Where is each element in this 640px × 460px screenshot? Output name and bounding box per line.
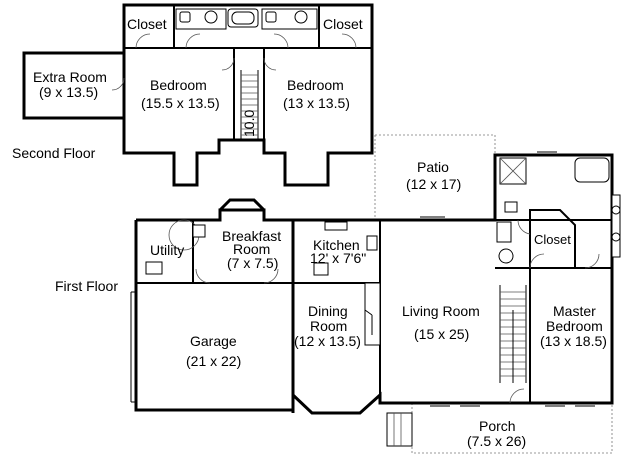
bedroom-right-label: Bedroom (287, 77, 344, 93)
bedroom-right-size: (13 x 13.5) (283, 95, 350, 111)
first-floor: First Floor Patio (12 x 17) Utility Brea… (55, 134, 621, 454)
master-closet-label: Closet (534, 232, 571, 247)
master-bedroom-size: (13 x 18.5) (540, 333, 607, 349)
dining-label-1: Dining (308, 303, 348, 319)
patio-size: (12 x 17) (406, 176, 461, 192)
closet-right-label: Closet (323, 16, 363, 32)
garage-label: Garage (190, 333, 237, 349)
extra-room-size: (9 x 13.5) (39, 84, 98, 100)
stair-dimension-label: 10.0 (241, 110, 257, 137)
porch-size: (7.5 x 26) (467, 433, 526, 449)
second-floor: Second Floor Closet Closet Extra Room (9… (12, 3, 374, 187)
utility-label: Utility (150, 242, 184, 258)
master-bedroom-label-2: Bedroom (546, 318, 603, 334)
living-room-size: (15 x 25) (414, 326, 469, 342)
master-bedroom-label-1: Master (553, 303, 596, 319)
extra-room-label: Extra Room (33, 69, 107, 85)
second-floor-label: Second Floor (12, 145, 96, 161)
living-room-label: Living Room (402, 303, 480, 319)
garage-size: (21 x 22) (186, 353, 241, 369)
breakfast-size: (7 x 7.5) (227, 255, 278, 271)
dining-label-2: Room (310, 318, 347, 334)
dining-size: (12 x 13.5) (294, 333, 361, 349)
breakfast-label-2: Room (233, 241, 270, 257)
breakfast-label-1: Breakfast (222, 228, 281, 244)
bedroom-left-size: (15.5 x 13.5) (141, 95, 220, 111)
closet-left-label: Closet (127, 16, 167, 32)
stairs-main (499, 285, 527, 383)
kitchen-size: 12' x 7'6" (310, 250, 366, 266)
bedroom-left-label: Bedroom (150, 77, 207, 93)
porch-label: Porch (479, 418, 516, 434)
kitchen-label: Kitchen (313, 237, 360, 253)
patio-label: Patio (417, 159, 449, 175)
first-floor-label: First Floor (55, 278, 118, 294)
stairs-upper (240, 70, 259, 140)
